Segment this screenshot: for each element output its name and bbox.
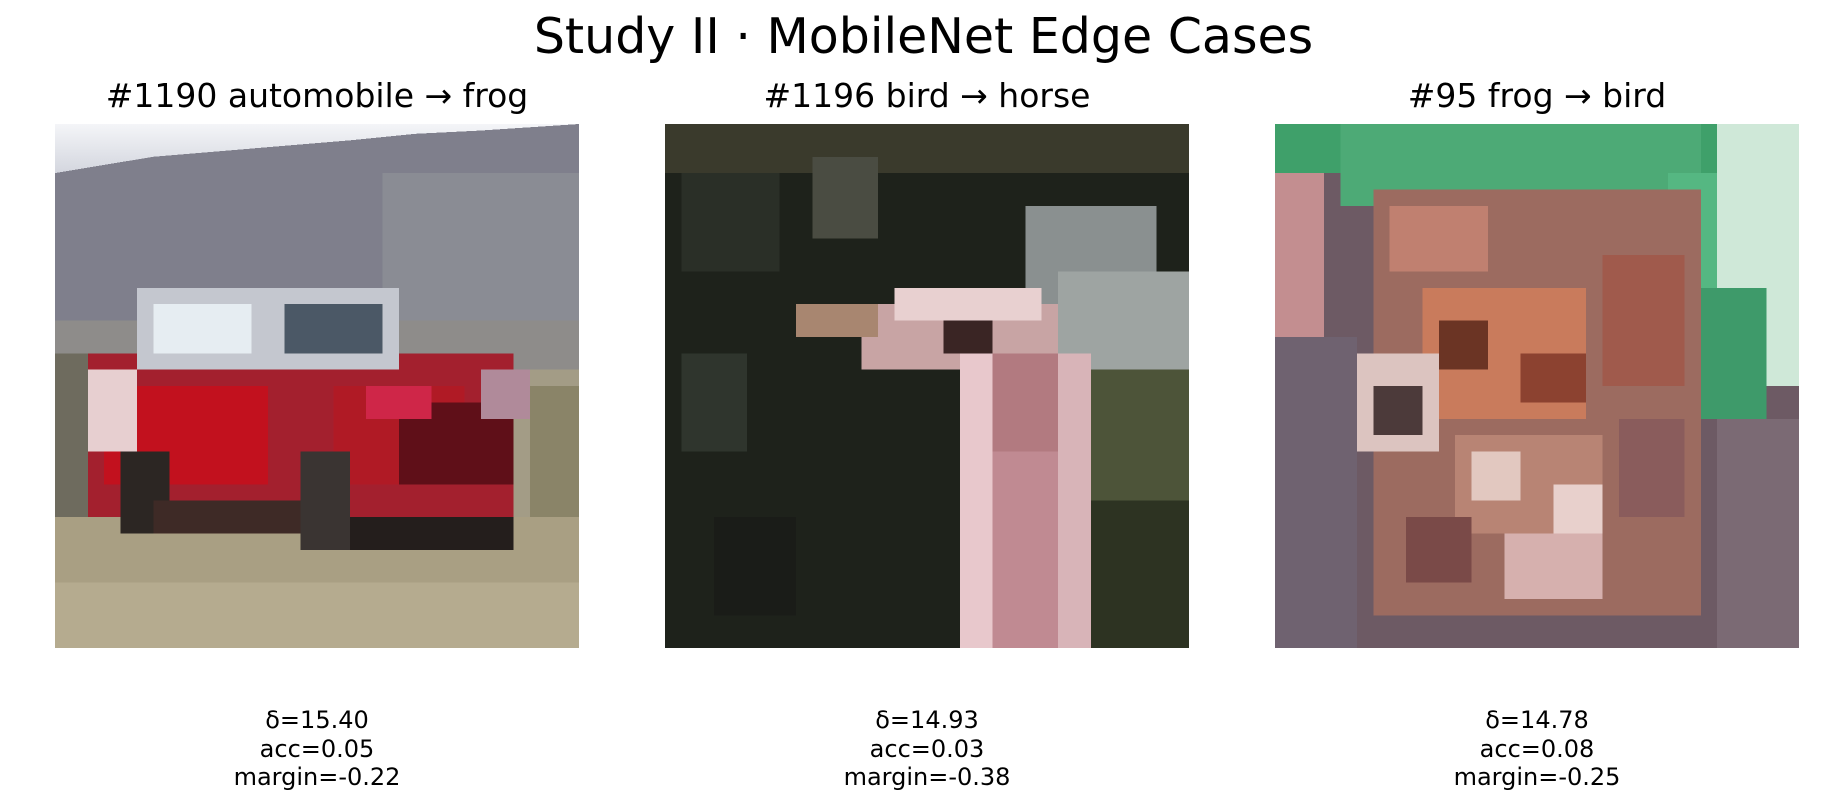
acc-value: acc=0.08 xyxy=(1479,734,1595,763)
delta-value: δ=14.93 xyxy=(875,706,979,734)
ostrich-thumbnail xyxy=(665,124,1189,648)
frog-thumbnail xyxy=(1275,124,1799,648)
delta-value: δ=15.40 xyxy=(265,706,369,734)
figure-title: Study II · MobileNet Edge Cases xyxy=(533,8,1314,65)
car-thumbnail xyxy=(55,124,579,648)
acc-value: acc=0.03 xyxy=(869,734,985,763)
margin-value: margin=-0.38 xyxy=(843,763,1011,791)
panel-1190: #1190 automobile → frog xyxy=(55,74,579,791)
panel-stats: δ=14.78 acc=0.08 margin=-0.25 xyxy=(1275,706,1799,792)
panel-stats: δ=14.93 acc=0.03 margin=-0.38 xyxy=(665,706,1189,792)
acc-value: acc=0.05 xyxy=(259,734,375,763)
panel-title: #1190 automobile → frog xyxy=(105,76,529,115)
panel-title: #1196 bird → horse xyxy=(763,76,1091,115)
panel-1196: #1196 bird → horse δ=14.93 acc=0. xyxy=(665,74,1189,791)
margin-value: margin=-0.22 xyxy=(233,763,401,791)
panel-stats: δ=15.40 acc=0.05 margin=-0.22 xyxy=(55,706,579,792)
margin-value: margin=-0.25 xyxy=(1453,763,1621,791)
panel-title: #95 frog → bird xyxy=(1407,76,1667,115)
panel-95: #95 frog → bird xyxy=(1275,74,1799,791)
delta-value: δ=14.78 xyxy=(1485,706,1589,734)
